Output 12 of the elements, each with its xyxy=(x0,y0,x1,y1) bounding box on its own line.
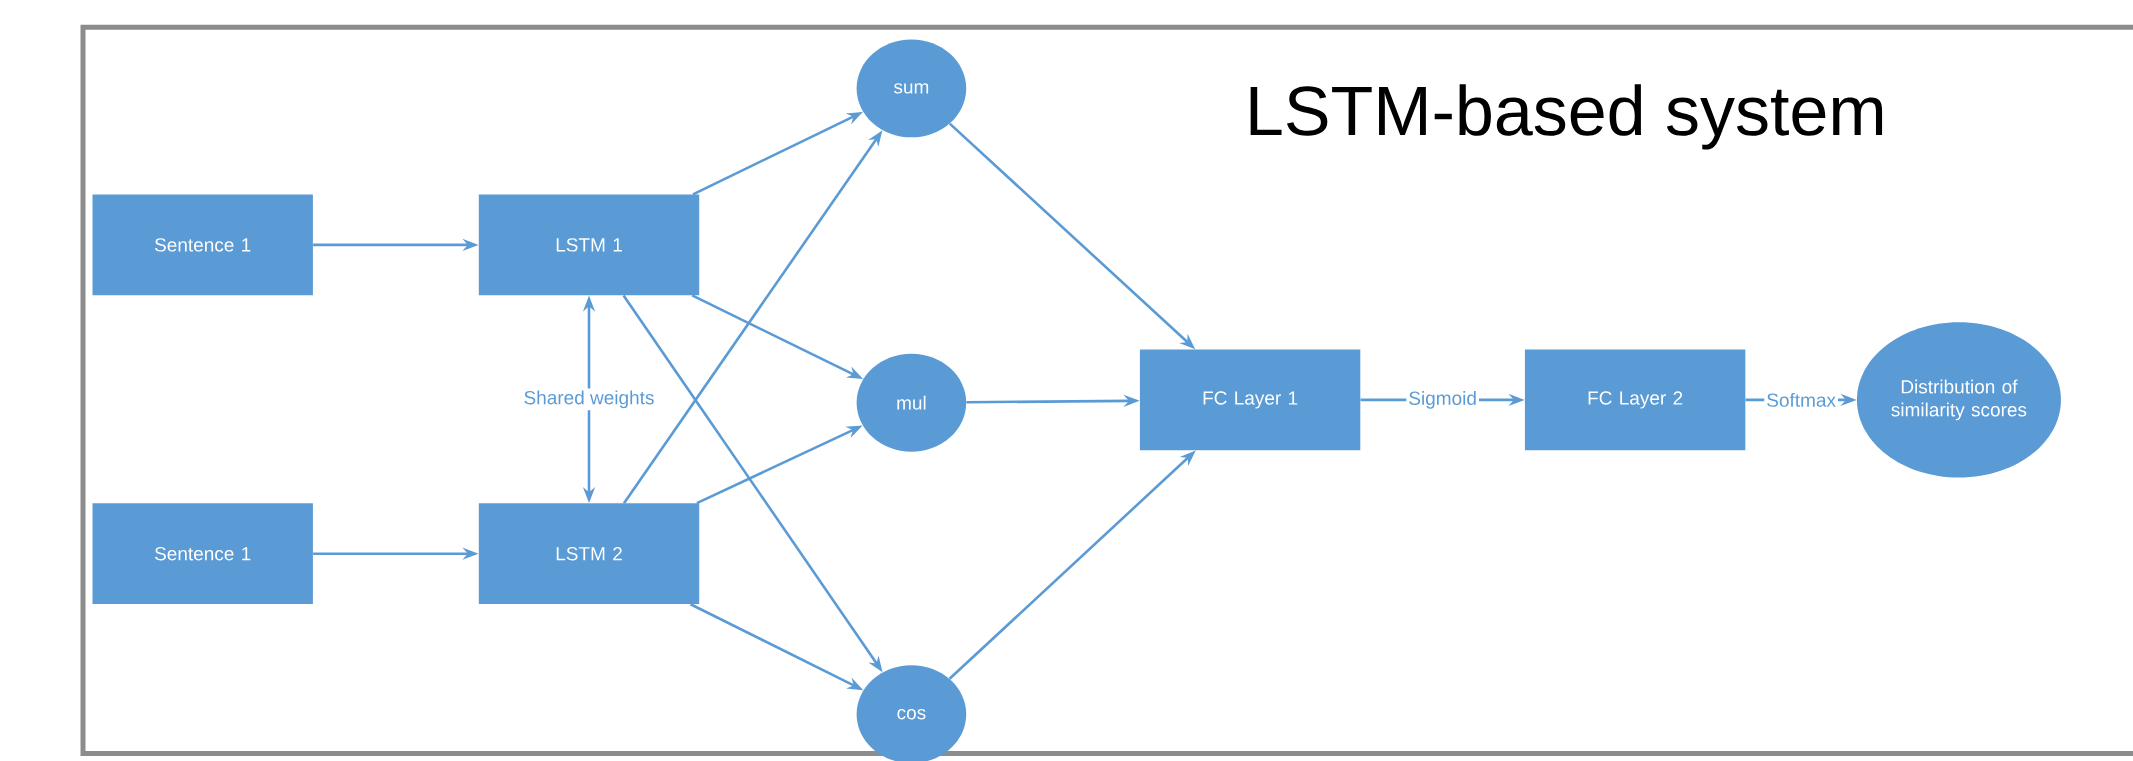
process-box: LSTM 1 xyxy=(478,194,700,296)
process-box: Sentence 1 xyxy=(92,503,313,605)
edge-label: Sigmoid xyxy=(1406,389,1479,411)
title: LSTM-based system xyxy=(1250,84,1883,150)
circle-node: sum xyxy=(856,39,967,138)
process-box: Sentence 1 xyxy=(92,194,313,296)
process-box: FC Layer 2 xyxy=(1524,349,1746,451)
edge-label: Softmax xyxy=(1764,390,1838,409)
edge-label: Shared weights xyxy=(521,388,657,411)
circle-node: mul xyxy=(856,353,967,452)
process-box: FC Layer 1 xyxy=(1139,349,1361,451)
process-box: LSTM 2 xyxy=(478,503,700,605)
